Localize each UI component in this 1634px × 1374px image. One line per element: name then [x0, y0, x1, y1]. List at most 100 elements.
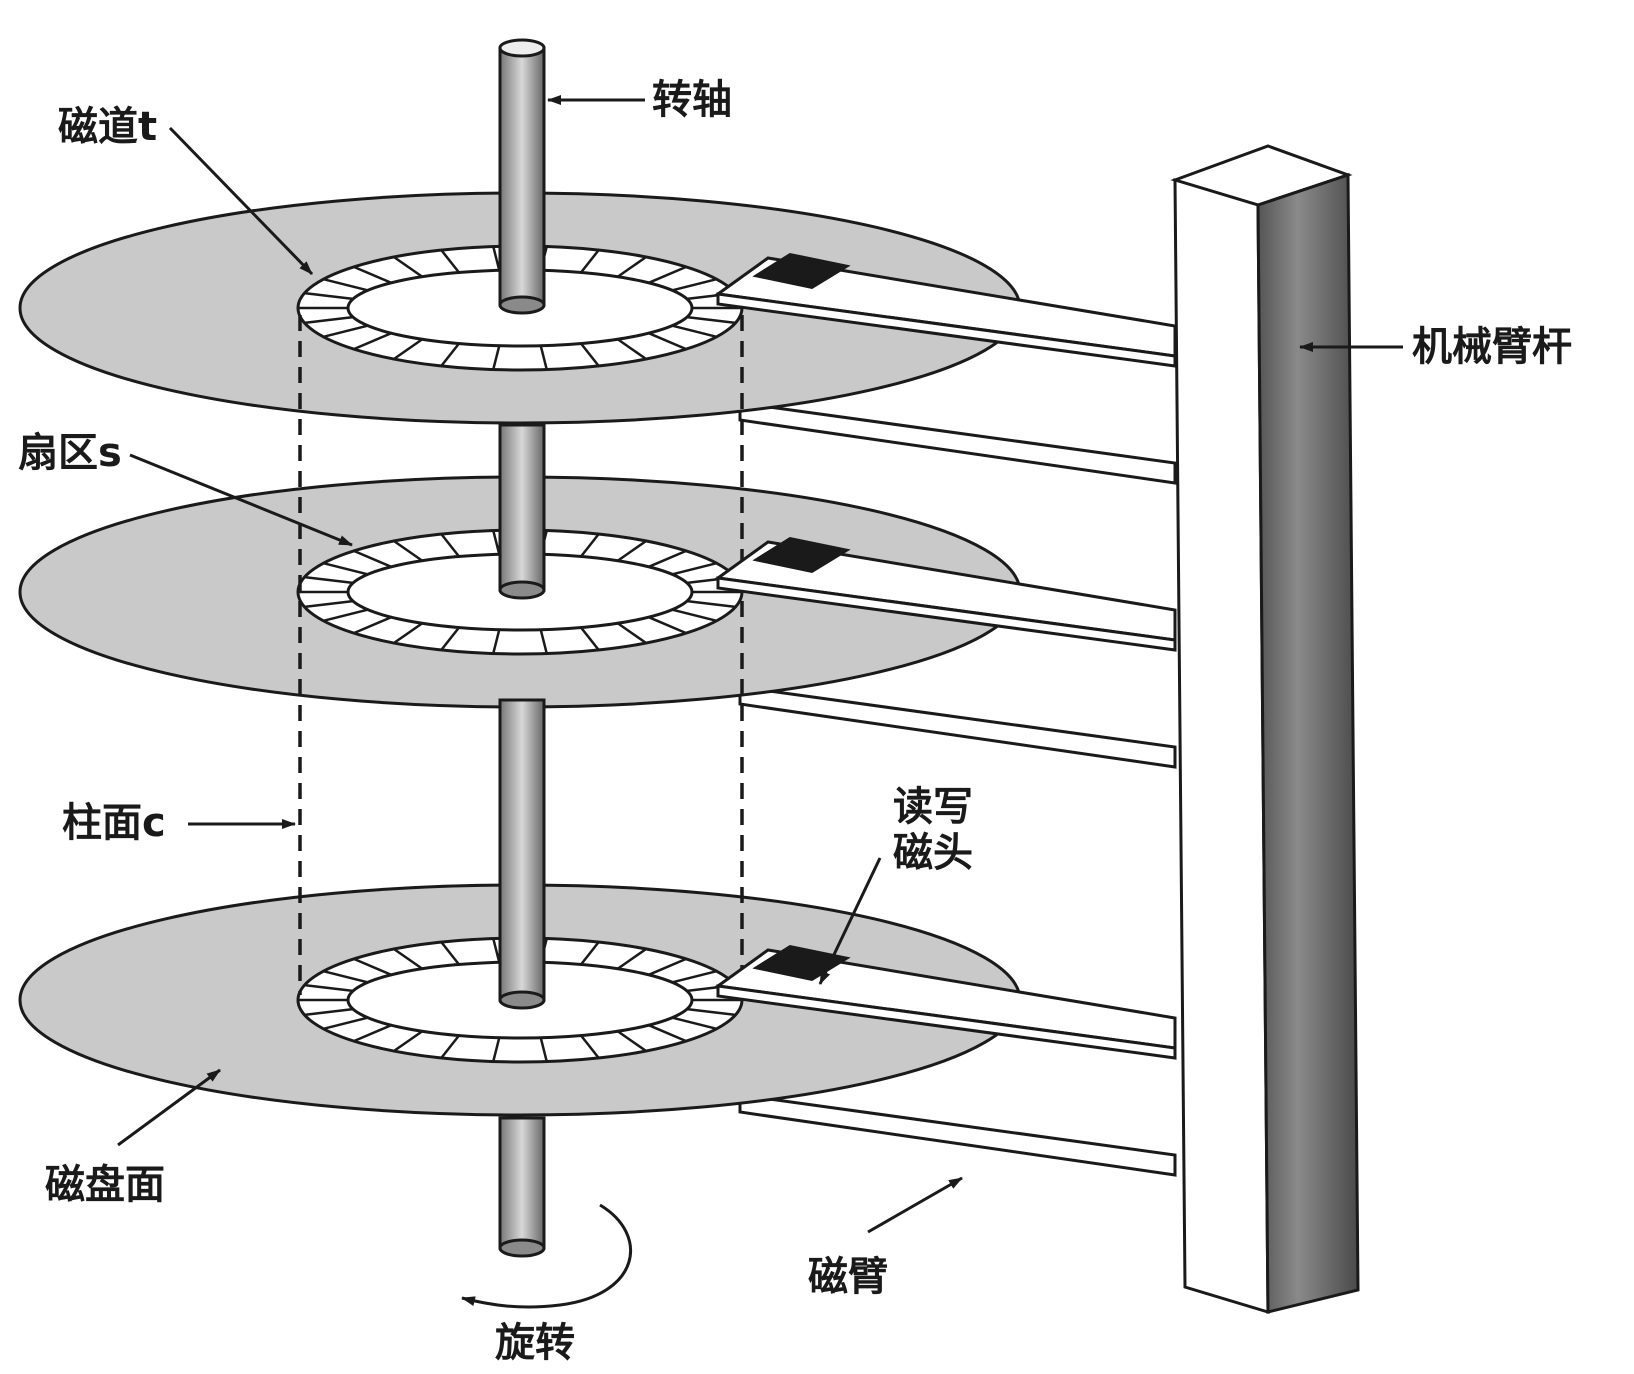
sector-divider: [648, 332, 687, 351]
sector-divider: [492, 1037, 501, 1062]
sector-divider: [440, 626, 460, 651]
upper-arm-2: [714, 536, 1177, 652]
sector-divider: [671, 608, 717, 623]
sector-divider: [648, 1024, 687, 1043]
sector-divider: [353, 616, 392, 635]
sector-divider: [671, 561, 717, 576]
sector-divider: [323, 277, 369, 292]
sector-divider: [648, 549, 687, 568]
sector-divider: [492, 629, 501, 654]
sector-divider: [304, 575, 354, 585]
sector-divider: [304, 291, 354, 301]
sector-divider: [440, 249, 460, 274]
spindle-bottom: [498, 580, 546, 600]
sector-divider: [648, 957, 687, 976]
sector-divider: [616, 947, 647, 970]
sector-divider: [440, 533, 460, 558]
sector-divider: [580, 941, 600, 966]
spindle-segment-3: [498, 698, 546, 1010]
sector-divider: [686, 1007, 736, 1017]
sector-divider: [353, 1024, 392, 1043]
read-write-head: [752, 252, 851, 290]
lower-arm-body: [738, 401, 1177, 485]
sector-divider: [304, 1007, 354, 1017]
sector-divider: [323, 324, 369, 339]
arms: [738, 401, 1177, 1177]
lower-arm-3: [738, 1093, 1177, 1177]
label-rw-head-line2: 磁头: [893, 830, 973, 876]
sector-divider: [440, 1034, 460, 1059]
sector-divider: [304, 599, 354, 609]
sector-divider: [686, 315, 736, 325]
sector-divider: [393, 539, 424, 562]
sector-divider: [304, 315, 354, 325]
upper-arm-3: [714, 944, 1177, 1060]
sector-divider: [616, 1030, 647, 1053]
sector-divider: [440, 941, 460, 966]
label-rw-head-line1: 读写: [893, 784, 973, 830]
spindle-bottom: [498, 990, 546, 1010]
label-platter-surface: 磁盘面: [45, 1162, 165, 1208]
read-write-head: [752, 536, 851, 574]
label-arm: 磁臂: [808, 1254, 888, 1300]
sector-divider: [393, 338, 424, 361]
sector-divider: [323, 1016, 369, 1031]
spindle-body: [498, 46, 546, 307]
spindle-segment-4: [498, 1116, 546, 1258]
sector-divider: [671, 324, 717, 339]
sector-divider: [671, 1016, 717, 1031]
sector-divider: [671, 277, 717, 292]
label-spindle: 转轴: [652, 77, 732, 123]
sector-divider: [393, 255, 424, 278]
label-arm-assembly: 机械臂杆: [1412, 324, 1572, 370]
sector-divider: [353, 549, 392, 568]
sector-divider: [648, 265, 687, 284]
arm-front-face: [716, 292, 1177, 368]
sector-divider: [539, 1037, 548, 1062]
sector-divider: [580, 249, 600, 274]
sector-divider: [353, 957, 392, 976]
cylinder-lines: [298, 315, 744, 995]
spindle-segment-2: [498, 423, 546, 600]
spindle-body: [498, 698, 546, 1002]
sector-divider: [323, 561, 369, 576]
sector-divider: [393, 947, 424, 970]
lower-arm-2: [738, 685, 1177, 769]
sector-divider: [580, 342, 600, 367]
sector-divider: [648, 616, 687, 635]
label-sector: 扇区s: [18, 430, 122, 476]
sector-divider: [671, 969, 717, 984]
sector-divider: [440, 342, 460, 367]
spindle-bottom: [498, 295, 546, 315]
sector-divider: [393, 622, 424, 645]
rotation-arrow: [461, 1203, 633, 1309]
sector-divider: [492, 345, 501, 370]
leader-lines: [117, 95, 1403, 1234]
arm-front-face: [716, 984, 1177, 1060]
spindle-segment-1: [498, 38, 546, 315]
sector-divider: [353, 265, 392, 284]
sector-divider: [323, 608, 369, 623]
sector-divider: [616, 622, 647, 645]
sector-divider: [492, 938, 501, 963]
sector-divider: [492, 246, 501, 271]
sector-divider: [323, 969, 369, 984]
sector-divider: [580, 626, 600, 651]
labels: 转轴 磁道t 扇区s 柱面c 磁盘面 旋转 机械臂杆 读写 磁头 磁臂: [18, 77, 1572, 1366]
sector-divider: [304, 983, 354, 993]
lower-arm-body: [738, 685, 1177, 769]
sector-divider: [492, 530, 501, 555]
sector-divider: [353, 332, 392, 351]
sector-divider: [539, 345, 548, 370]
spindle-bottom: [498, 1238, 546, 1258]
spindle: [498, 38, 546, 1258]
label-cylinder: 柱面c: [62, 800, 166, 846]
label-rotation: 旋转: [495, 1320, 575, 1366]
sector-divider: [539, 629, 548, 654]
label-track: 磁道t: [58, 104, 157, 150]
spindle-body: [498, 423, 546, 592]
sector-divider: [580, 1034, 600, 1059]
read-write-heads: [714, 252, 1177, 1060]
sector-divider: [393, 1030, 424, 1053]
